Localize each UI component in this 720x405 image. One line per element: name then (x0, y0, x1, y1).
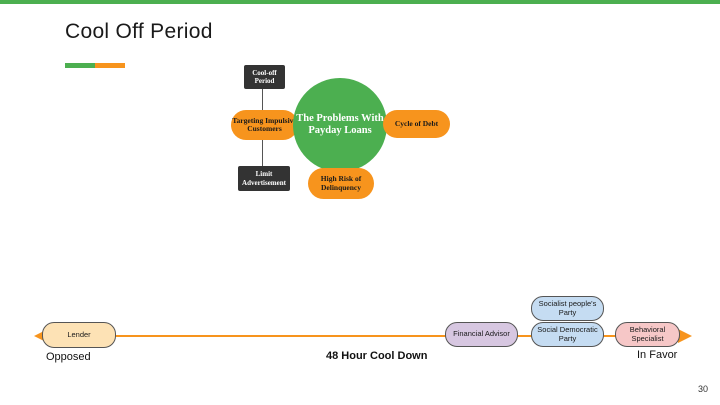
page-number: 30 (697, 384, 708, 394)
limit-advertisement-box: Limit Advertisement (238, 166, 290, 191)
arrow-right-icon (678, 329, 692, 343)
financial-advisor-stakeholder: Financial Advisor (445, 322, 518, 347)
targeting-impulsive-customers-pill: Targeting Impulsive Customers (231, 110, 298, 140)
spectrum-axis-line (48, 335, 678, 337)
title-underline-green (65, 63, 95, 68)
title-underline-orange (95, 63, 125, 68)
socialist-peoples-party-stakeholder: Socialist people's Party (531, 296, 604, 321)
connector-top (262, 89, 263, 110)
in-favor-label: In Favor (637, 349, 678, 361)
top-accent-bar (0, 0, 720, 4)
high-risk-delinquency-pill: High Risk of Delinquency (308, 168, 374, 199)
opposed-label: Opposed (46, 351, 91, 363)
connector-bottom (262, 140, 263, 166)
cool-off-period-box: Cool-off Period (244, 65, 285, 89)
lender-stakeholder: Lender (42, 322, 116, 348)
behavioral-specialist-stakeholder: Behavioral Specialist (615, 322, 680, 347)
cool-down-label: 48 Hour Cool Down (326, 350, 428, 362)
cycle-of-debt-pill: Cycle of Debt (383, 110, 450, 138)
payday-loans-problems-circle: The Problems With Payday Loans (293, 78, 387, 172)
social-democratic-party-stakeholder: Social Democratic Party (531, 322, 604, 347)
slide-title: Cool Off Period (65, 20, 213, 43)
